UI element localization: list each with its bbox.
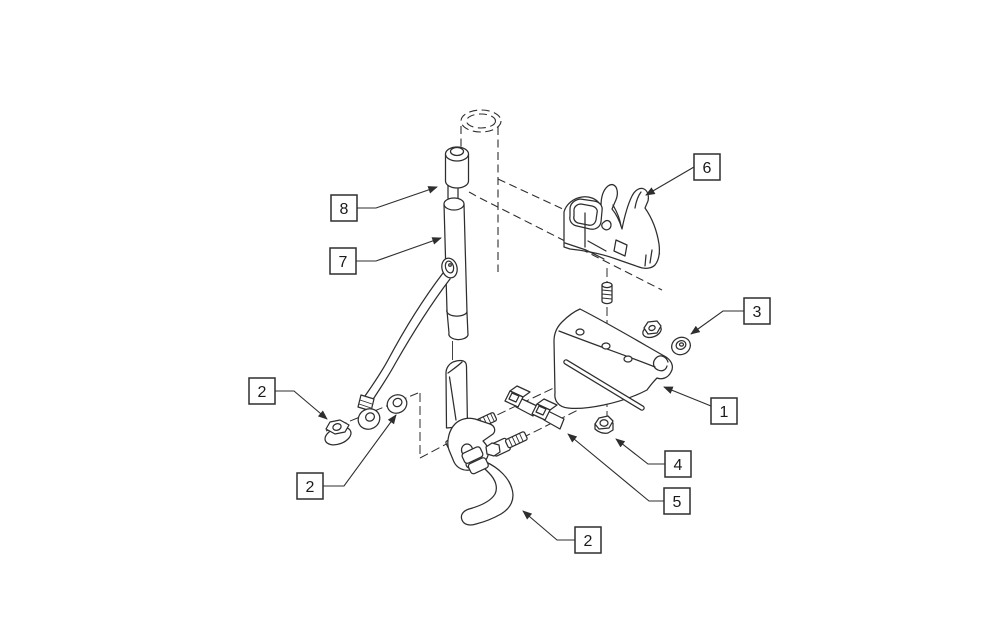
leader-5 [567, 433, 664, 502]
callout-5: 5 [663, 487, 691, 515]
cable-grommet [441, 257, 458, 279]
curved-bracket [553, 308, 673, 411]
clamp-block [504, 385, 565, 430]
callout-2-nut-label: 2 [258, 384, 267, 401]
callout-6: 6 [693, 153, 721, 181]
leader-1 [663, 386, 712, 407]
cap [444, 146, 470, 202]
locknut [642, 320, 662, 339]
clamp-stud [601, 281, 613, 305]
callout-2-nut: 2 [248, 377, 276, 405]
leader-2b [323, 414, 397, 487]
callout-2-washer-label: 2 [306, 479, 315, 496]
callout-5-label: 5 [673, 494, 682, 511]
callout-8: 8 [330, 194, 358, 222]
callout-6-label: 6 [703, 160, 712, 177]
leader-6 [645, 166, 695, 196]
callout-8-label: 8 [340, 201, 349, 218]
callout-2-lever-label: 2 [584, 533, 593, 550]
flange-nut [324, 419, 352, 446]
leader-7 [356, 237, 442, 262]
callout-1-label: 1 [720, 404, 729, 421]
leader-2a [275, 390, 328, 420]
cable [357, 272, 451, 412]
ring-terminal [357, 408, 381, 430]
leader-2c [522, 510, 575, 541]
washer-screw [671, 336, 691, 356]
callout-4-label: 4 [674, 457, 683, 474]
callout-3: 3 [743, 297, 771, 325]
leader-8 [357, 186, 438, 209]
callout-2-washer: 2 [296, 472, 324, 500]
leader-3 [690, 310, 744, 335]
release-lever-assembly [445, 359, 528, 526]
callout-1: 1 [710, 397, 738, 425]
leader-lines [275, 166, 744, 541]
callout-7: 7 [329, 247, 357, 275]
washer [386, 394, 408, 414]
tube-clamp [563, 184, 660, 269]
leader-4 [615, 438, 665, 465]
callout-2-lever: 2 [574, 526, 602, 554]
callout-4: 4 [664, 450, 692, 478]
hex-nut [594, 415, 614, 434]
callout-7-label: 7 [339, 254, 348, 271]
callout-3-label: 3 [753, 304, 762, 321]
